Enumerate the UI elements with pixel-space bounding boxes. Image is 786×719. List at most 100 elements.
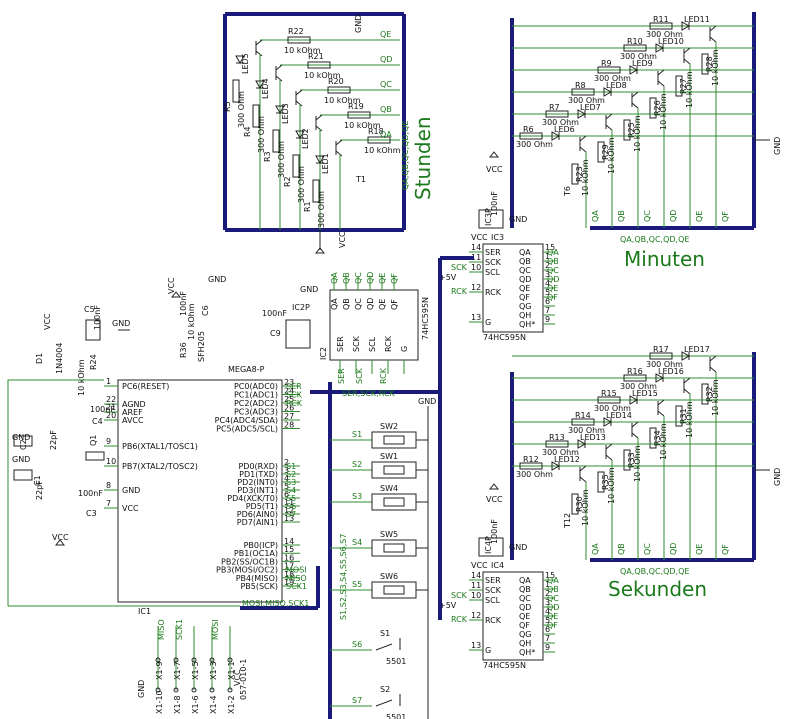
minuten-led-icon [603, 87, 613, 97]
pushbutton-ref: S1 [380, 629, 390, 638]
transistor-emitter [709, 366, 717, 373]
transistor-collector [579, 135, 587, 142]
mcu-pin-num: 4 [284, 474, 289, 483]
c4-value: 100nF [90, 405, 115, 414]
minuten-resistor-R7 [545, 110, 569, 118]
sekunden-led-icon [655, 373, 665, 383]
connector-pin-top [227, 657, 233, 663]
transistor-emitter [579, 476, 587, 483]
minuten-base-resistor [701, 53, 709, 75]
ic-rck-sig: RCK [451, 615, 468, 624]
ic2-ser-sig: SER [337, 368, 346, 384]
minuten-rb-value: 10 kOhm [659, 93, 668, 130]
ic-pin-name: RCK [485, 616, 502, 625]
sekunden-led-label: LED15 [632, 389, 658, 398]
ic-cap-box [478, 209, 504, 229]
minuten-led-icon [551, 131, 561, 141]
transistor-collector [709, 355, 717, 362]
transistor-collector [579, 465, 587, 472]
ic-sck-sig: SCK [451, 591, 468, 600]
ic-pin-num: 7 [545, 306, 550, 315]
stunden-led-label: LED2 [301, 128, 310, 149]
sekunden-led-icon [603, 417, 613, 427]
switch-body [371, 431, 417, 449]
sekunden-resistor-R12 [519, 462, 543, 470]
mcu-pin-num: 20 [106, 411, 116, 420]
transistor-emitter [683, 388, 691, 395]
ic2-pin-name: QF [390, 299, 399, 310]
sekunden-resistor-R17 [649, 352, 673, 360]
connector-pin-label: X1-1 [227, 661, 236, 680]
minuten-bus-label: QA,QB,QC,QD,QE [620, 235, 689, 244]
vcc-arrow-icon [488, 151, 500, 158]
mcu-pin-name: PC1(ADC1) [234, 391, 278, 400]
ic-rck-sig: RCK [451, 287, 468, 296]
switch-signal: S7 [352, 696, 362, 705]
mcu-pin-name: AGND [122, 400, 146, 409]
mcu-pin-num: 18 [284, 570, 294, 579]
vcc-top: VCC [43, 313, 52, 330]
connector-pin-label: X1-6 [191, 695, 200, 714]
ic-pin-num: 15 [545, 243, 555, 252]
ic2-cap-value: 100nF [262, 309, 287, 318]
mcu-pin-name: PC0(ADC0) [234, 382, 278, 391]
sekunden-r-value: 300 Ohm [516, 470, 553, 479]
mcu-name: MEGA8-P [228, 365, 265, 374]
ic-cap-label: IC4P [484, 536, 493, 554]
ic-pin-num: 15 [545, 571, 555, 580]
ic-out-label: QD [547, 275, 559, 284]
transistor-emitter [295, 100, 303, 107]
gnd-c1: GND [12, 455, 30, 464]
mcu-pin-num: 1 [106, 377, 111, 386]
stunden-rl-label: R4 [243, 126, 252, 137]
minuten-led-label: LED11 [684, 15, 710, 24]
stunden-rl-label: R1 [303, 201, 312, 212]
stunden-led-icon [275, 105, 285, 115]
sekunden-bus-label: QA,QB,QC,QD,QE [620, 567, 689, 576]
mcu-pin-name: PC4(ADC4/SDA) [215, 416, 278, 425]
sekunden-led-icon [577, 439, 587, 449]
c3-value: 100nF [78, 489, 103, 498]
ic-pin-num: 13 [471, 641, 481, 650]
transistor-emitter [579, 146, 587, 153]
ic2-pin-name: SER [336, 336, 345, 352]
minuten-base-resistor [597, 141, 605, 163]
switch-signal: S1 [352, 430, 362, 439]
ic-pin-name: QG [519, 630, 532, 639]
ic-out-label: QF [547, 621, 558, 630]
ic-pin-num: 4 [545, 279, 550, 288]
minuten-t6-label: T6 [563, 186, 572, 197]
stunden-bus-label: QA,QB,QC,QD,QE [401, 121, 410, 190]
connector-pin-label: X1-2 [227, 695, 236, 714]
r24-label: R24 [89, 354, 98, 370]
connector-pin-bottom [191, 687, 197, 693]
sekunden-led-label: LED13 [580, 433, 606, 442]
ic2-pin-name: G [400, 346, 409, 352]
stunden-r-value: 10 kOhm [324, 96, 361, 105]
gnd-sfh: GND [208, 275, 226, 284]
ic2-out-label: QE [378, 273, 387, 284]
stunden-rl-value: 300 Ohm [277, 141, 286, 178]
transistor-emitter [255, 50, 263, 57]
mcu-sig-label: MOSI [286, 566, 307, 575]
mcu-pin-name: PD1(TXD) [239, 470, 278, 479]
mcu-pin-num: 19 [284, 578, 294, 587]
minuten-r-value: 300 Ohm [646, 30, 683, 39]
minuten-rb-value: 10 kOhm [581, 159, 590, 196]
ic-pin-name: QB [519, 585, 531, 594]
sekunden-col-label-QF: QF [721, 544, 730, 555]
sekunden-resistor-R16 [623, 374, 647, 382]
ic-pin-name: QF [519, 621, 530, 630]
transistor-collector [657, 399, 665, 406]
mcu-pin-num: 7 [106, 499, 111, 508]
connector-pin-top [209, 657, 215, 663]
ic-pin-num: 5 [545, 288, 550, 297]
minuten-resistor-R10 [623, 44, 647, 52]
sekunden-r-value: 300 Ohm [620, 382, 657, 391]
sekunden-resistor-R14 [571, 418, 595, 426]
minuten-resistor-R9 [597, 66, 621, 74]
sekunden-led-label: LED16 [658, 367, 684, 376]
mcu-pin-num: 3 [284, 466, 289, 475]
mcu-pin-num: 10 [106, 457, 116, 466]
ic2-type-label: 74HC595N [421, 297, 430, 340]
